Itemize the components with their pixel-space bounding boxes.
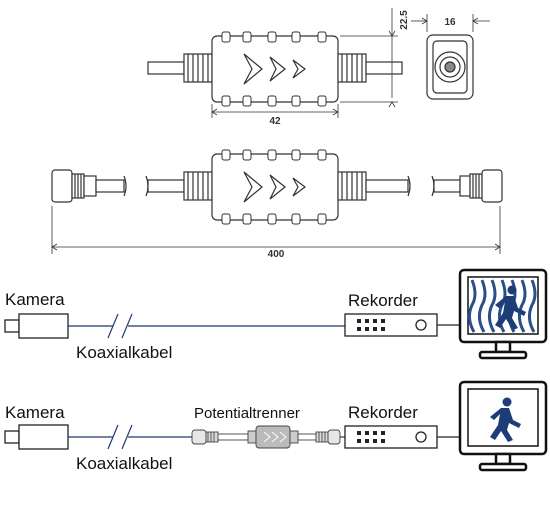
- running-person-icon: [490, 397, 521, 442]
- camera-label: Kamera: [5, 290, 65, 309]
- isolator-icon: [191, 425, 341, 449]
- recorder-label-2: Rekorder: [348, 403, 418, 422]
- body-length-label: 42: [269, 116, 281, 127]
- isolator-label: Potentialtrenner: [194, 405, 300, 422]
- monitor-clean-icon: [458, 380, 548, 472]
- recorder-icon: [344, 313, 438, 337]
- diagram-with-isolator: Kamera Koaxialkabel Potentialtrenner: [4, 380, 548, 473]
- cable-label-2: Koaxialkabel: [76, 454, 172, 473]
- isolator-end-view: [426, 34, 474, 100]
- recorder-label: Rekorder: [348, 291, 418, 310]
- body-length-dimension: [211, 104, 339, 118]
- height-dimension: [340, 8, 398, 108]
- end-width-dimension: [411, 14, 490, 32]
- coax-cable: [68, 313, 345, 339]
- isolator-full-view: [51, 149, 503, 225]
- monitor-distorted-icon: [458, 268, 548, 360]
- height-dimension-label: 22.5: [399, 10, 410, 30]
- recorder-icon: [344, 425, 438, 449]
- end-width-label: 16: [444, 17, 456, 28]
- total-length-label: 400: [268, 249, 285, 260]
- camera-label-2: Kamera: [5, 403, 65, 422]
- running-person-icon: [495, 285, 526, 330]
- coax-cable: [68, 424, 345, 450]
- camera-icon: [4, 424, 69, 450]
- diagram-interference: Kamera Koaxialkabel Rekorder: [4, 268, 548, 362]
- total-length-dimension: [51, 206, 501, 254]
- isolator-top-view: [147, 31, 403, 107]
- camera-icon: [4, 313, 69, 339]
- cable-label: Koaxialkabel: [76, 343, 172, 362]
